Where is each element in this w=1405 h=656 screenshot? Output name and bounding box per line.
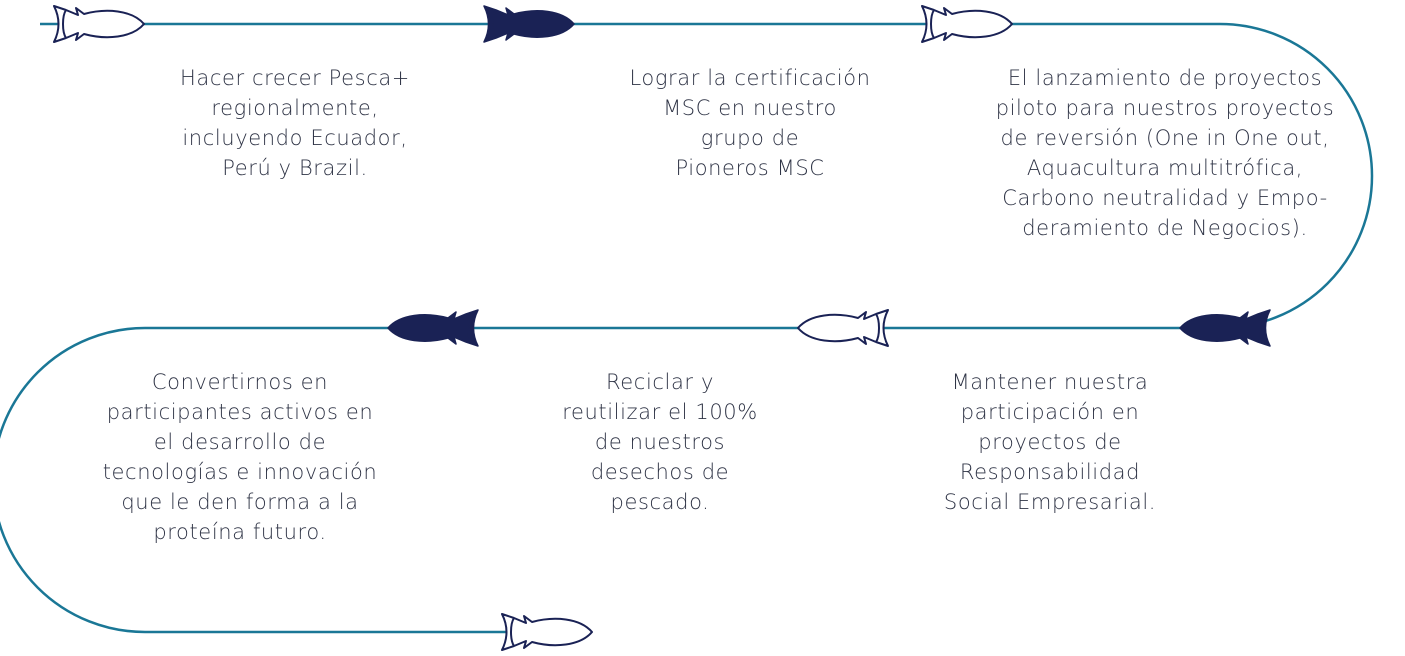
fish-goal-1-icon [483,5,575,43]
fish-goal-5-icon [387,309,479,347]
goal-2-text: Lograr la certificación MSC en nuestro g… [629,66,871,180]
goal-3-text: El lanzamiento de proyectos piloto para … [995,66,1335,240]
fish-icons [53,5,1271,651]
goal-1-text: Hacer crecer Pesca+ regionalmente, inclu… [179,66,411,180]
goal-5-text: Reciclar y reutilizar el 100% de nuestro… [562,370,758,514]
goal-4-text: Mantener nuestra participación en proyec… [943,370,1157,514]
fish-goal-2-icon [921,5,1013,43]
fish-end-icon [501,613,593,651]
fish-goal-4-icon [797,309,889,347]
fish-goal-3-icon [1179,309,1271,347]
fish-start-icon [53,5,145,43]
timeline-path [0,22,1374,634]
goal-6-text: Convertirnos en participantes activos en… [102,370,378,544]
